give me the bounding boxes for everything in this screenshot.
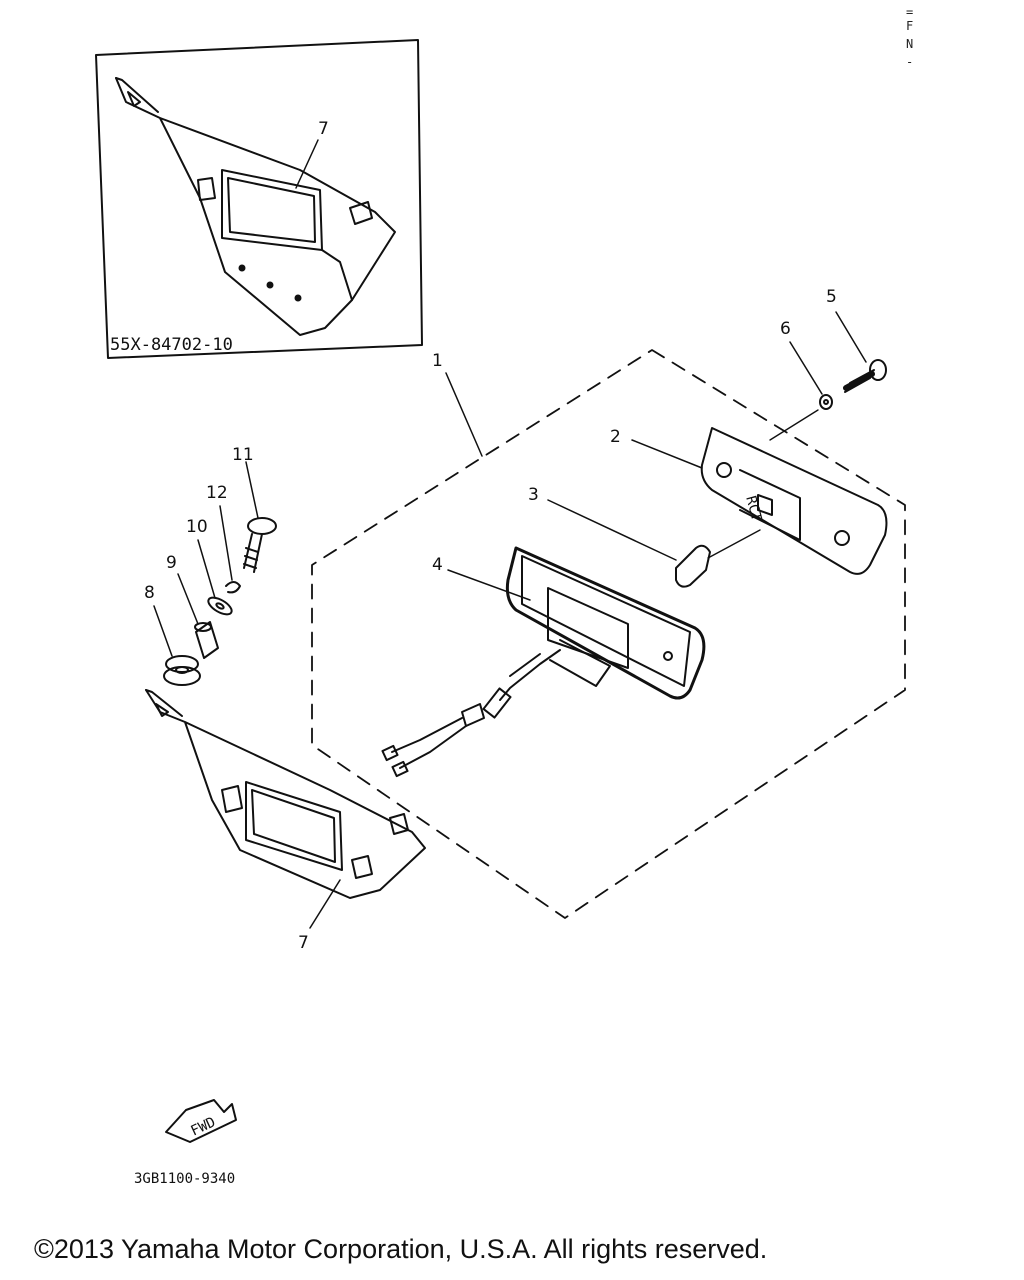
edge-mark-2: F (906, 19, 914, 33)
callout-6: 6 (780, 319, 791, 339)
callout-1: 1 (432, 351, 443, 371)
callout-2: 2 (610, 427, 621, 447)
callout-7-inset: 7 (318, 119, 329, 139)
inset-box (95, 39, 423, 359)
callout-11: 11 (232, 445, 254, 465)
bulb (675, 529, 761, 588)
leader-8 (153, 605, 173, 657)
callout-4: 4 (432, 555, 443, 575)
lock-washer (225, 581, 241, 594)
fwd-label: FWD (188, 1114, 218, 1139)
edge-mark-1: = (906, 5, 914, 19)
lamp-housing (381, 546, 706, 778)
inset-part-number: 55X-84702-10 (110, 335, 233, 355)
nut (207, 596, 233, 616)
bulb-stamp: RCT (742, 494, 764, 523)
leader-screw-axis (769, 409, 819, 441)
callout-12: 12 (206, 483, 228, 503)
leader-7-lower (309, 879, 341, 929)
lens-cover (700, 427, 888, 575)
washer (819, 394, 833, 410)
edge-mark-4: - (906, 55, 914, 69)
callout-9: 9 (166, 553, 177, 573)
callout-3: 3 (528, 485, 539, 505)
leader-11 (245, 461, 259, 519)
leader-3 (547, 499, 677, 561)
leader-10 (197, 539, 216, 599)
bolt (243, 517, 277, 573)
lower-bracket (145, 689, 426, 899)
callout-8: 8 (144, 583, 155, 603)
leader-1 (445, 372, 483, 457)
grommet (163, 655, 201, 686)
drawing-code: 3GB1100-9340 (134, 1171, 235, 1187)
copyright-notice: ©2013 Yamaha Motor Corporation, U.S.A. A… (34, 1234, 768, 1264)
assembly-outline (311, 349, 906, 919)
inset-bracket (115, 77, 396, 336)
callout-5: 5 (826, 287, 837, 307)
leader-5 (835, 311, 867, 363)
leader-9 (177, 573, 199, 625)
callout-7-lower: 7 (298, 933, 309, 953)
inset-frame (95, 39, 423, 359)
leader-6 (789, 341, 823, 395)
leader-4 (447, 569, 531, 601)
collar (194, 621, 219, 659)
edge-mark-3: N (906, 37, 914, 51)
inset-leader-7 (295, 139, 319, 189)
screw (843, 359, 887, 393)
fwd-arrow-icon (165, 1099, 237, 1143)
leader-12 (219, 505, 233, 581)
callout-10: 10 (186, 517, 208, 537)
leader-2 (631, 439, 703, 469)
